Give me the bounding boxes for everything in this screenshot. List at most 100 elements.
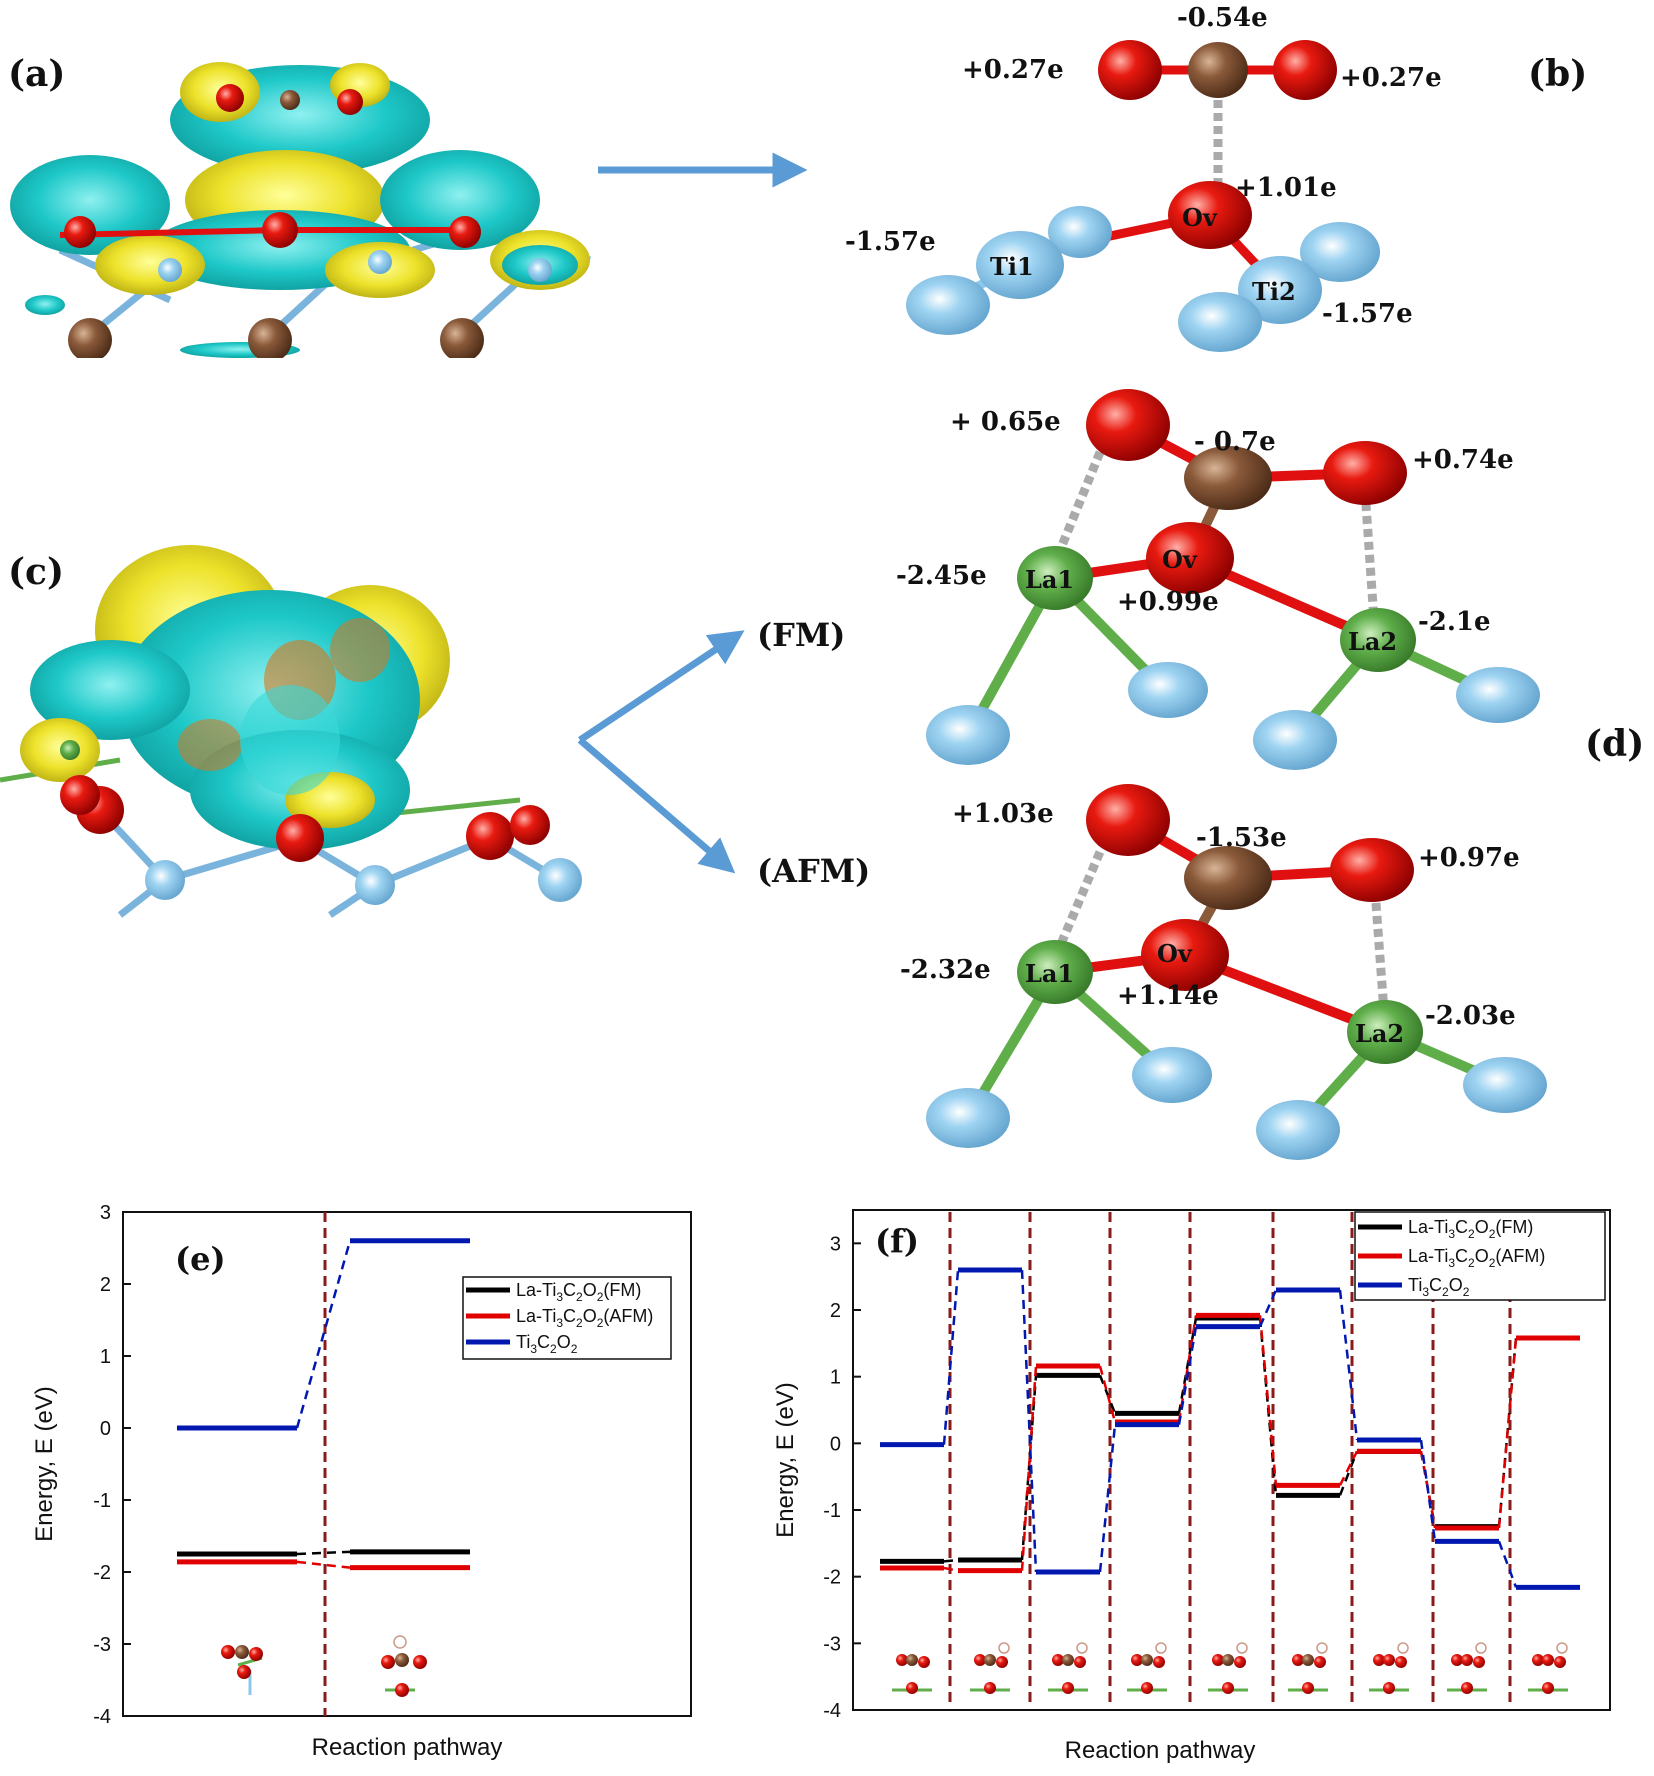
label-fm: (FM) <box>757 616 845 654</box>
chart-f-thumb-6 <box>1288 1642 1328 1694</box>
e-connector-1-1 <box>296 1560 351 1569</box>
chart-f-xlabel: Reaction pathway <box>1065 1737 1256 1764</box>
f-ytick-label: -3 <box>823 1633 841 1655</box>
f-connector-2-8 <box>1497 1540 1518 1588</box>
atom-label-fm-ov: Ov <box>1162 545 1198 574</box>
f-legend-label: La-Ti3​C2​O2​(AFM) <box>1408 1246 1545 1270</box>
panel-b-structure <box>906 40 1380 352</box>
charge-fm-o-right: +0.74e <box>1412 445 1514 475</box>
chart-f-thumb-1 <box>892 1654 932 1694</box>
chart-f-legend: La-Ti3​C2​O2​(FM) La-Ti3​C2​O2​(AFM) Ti3​C… <box>1354 1211 1606 1301</box>
e-legend-label: La-Ti3​C2​O2​(AFM) <box>516 1306 653 1330</box>
e-legend-part: 2 <box>576 1316 583 1330</box>
e-legend-part: 2 <box>571 1342 578 1356</box>
e-ytick-label: 2 <box>100 1274 111 1296</box>
f-legend-part: 2 <box>1468 1227 1475 1241</box>
chart-e-thumb-1 <box>221 1645 263 1695</box>
e-legend-part: La-Ti <box>516 1280 556 1300</box>
panel-label-b: (b) <box>1528 53 1587 95</box>
f-legend-part: O <box>1449 1275 1463 1295</box>
e-legend-part: 3 <box>556 1290 563 1304</box>
label-afm: (AFM) <box>757 852 870 890</box>
charge-b-ti1: -1.57e <box>845 227 936 257</box>
f-legend-part: La-Ti <box>1408 1246 1448 1266</box>
f-legend-part: (FM) <box>1495 1217 1533 1237</box>
e-legend-part: O <box>557 1332 571 1352</box>
e-legend-part: C <box>563 1306 576 1326</box>
chart-f-panel-label: (f) <box>875 1222 919 1260</box>
chart-f-thumb-3 <box>1048 1642 1088 1694</box>
e-ytick-label: 1 <box>100 1346 111 1368</box>
f-connector-2-3 <box>1098 1424 1117 1573</box>
panel-c-isosurface <box>0 545 582 930</box>
chart-e-frame <box>122 1211 692 1717</box>
f-legend-part: 2 <box>1489 1227 1496 1241</box>
e-legend-part: O <box>583 1280 597 1300</box>
chart-e-xlabel: Reaction pathway <box>312 1734 503 1761</box>
f-connector-2-5 <box>1258 1289 1278 1328</box>
atom-label-afm-la2: La2 <box>1355 1019 1404 1048</box>
panel-d-afm-structure <box>926 784 1547 1160</box>
f-legend-part: La-Ti <box>1408 1217 1448 1237</box>
e-legend-part: (AFM) <box>603 1306 653 1326</box>
e-ytick-label: 3 <box>100 1202 111 1224</box>
panel-label-a: (a) <box>8 53 65 95</box>
e-legend-label: Ti3​C2​O2​ <box>516 1332 578 1356</box>
f-ytick-label: -4 <box>823 1700 841 1722</box>
f-connector-0-6 <box>1338 1450 1359 1496</box>
charge-afm-o-right: +0.97e <box>1418 843 1520 873</box>
f-connector-1-5 <box>1258 1315 1278 1486</box>
f-connector-0-1 <box>943 1558 959 1563</box>
f-legend-label: La-Ti3​C2​O2​(FM) <box>1408 1217 1533 1241</box>
panel-d-fm-structure <box>926 389 1540 770</box>
charge-afm-o-left: +1.03e <box>952 799 1054 829</box>
e-connector-0-1 <box>296 1550 351 1556</box>
f-legend-part: 2 <box>1463 1285 1470 1299</box>
chart-f-thumb-5 <box>1208 1642 1248 1694</box>
e-ytick-label: -3 <box>93 1634 111 1656</box>
f-connector-0-2 <box>1020 1375 1038 1561</box>
charge-fm-o-left: + 0.65e <box>950 407 1061 437</box>
f-connector-2-2 <box>1020 1269 1038 1573</box>
e-legend-part: O <box>583 1306 597 1326</box>
panel-label-d: (d) <box>1585 723 1644 765</box>
f-legend-part: 3 <box>1422 1285 1429 1299</box>
f-legend-part: (AFM) <box>1495 1246 1545 1266</box>
chart-f-ylabel: Energy, E (eV) <box>772 1382 799 1538</box>
f-legend-part: 3 <box>1448 1256 1455 1270</box>
charge-afm-la2: -2.03e <box>1425 1001 1516 1031</box>
f-legend-part: 2 <box>1442 1285 1449 1299</box>
e-legend-part: 2 <box>597 1316 604 1330</box>
charge-b-o-left: +0.27e <box>962 55 1064 85</box>
f-legend-label: Ti3​C2​O2​ <box>1408 1275 1470 1299</box>
f-legend-part: 2 <box>1468 1256 1475 1270</box>
f-connector-1-6 <box>1338 1450 1359 1486</box>
chart-f-thumb-9 <box>1528 1642 1568 1694</box>
f-connector-2-4 <box>1177 1326 1198 1425</box>
f-legend-part: 2 <box>1489 1256 1496 1270</box>
f-connector-0-3 <box>1098 1374 1117 1414</box>
atom-label-fm-la1: La1 <box>1025 565 1074 594</box>
atom-label-b-ov: Ov <box>1182 203 1218 232</box>
chart-f-frame <box>852 1209 1611 1711</box>
charge-fm-carbon: - 0.7e <box>1194 427 1276 457</box>
f-ytick-label: 2 <box>830 1300 841 1322</box>
f-connector-0-4 <box>1177 1317 1198 1414</box>
f-connector-1-3 <box>1098 1365 1117 1423</box>
f-legend-part: O <box>1475 1246 1489 1266</box>
atom-label-afm-la1: La1 <box>1025 959 1074 988</box>
chart-e-thumb-2 <box>381 1635 427 1697</box>
f-ytick-label: 1 <box>830 1367 841 1389</box>
f-legend-part: 3 <box>1448 1227 1455 1241</box>
f-legend-part: C <box>1455 1246 1468 1266</box>
e-legend-part: 3 <box>530 1342 537 1356</box>
chart-e-legend: La-Ti3​C2​O2​(FM)La-Ti3​C2​O2​(AFM)Ti3​C… <box>462 1276 672 1360</box>
e-legend-part: 2 <box>576 1290 583 1304</box>
charge-b-carbon: -0.54e <box>1177 3 1268 33</box>
chart-e-panel-label: (e) <box>175 1240 226 1278</box>
e-ytick-label: 0 <box>100 1418 111 1440</box>
e-ytick-label: -1 <box>93 1490 111 1512</box>
